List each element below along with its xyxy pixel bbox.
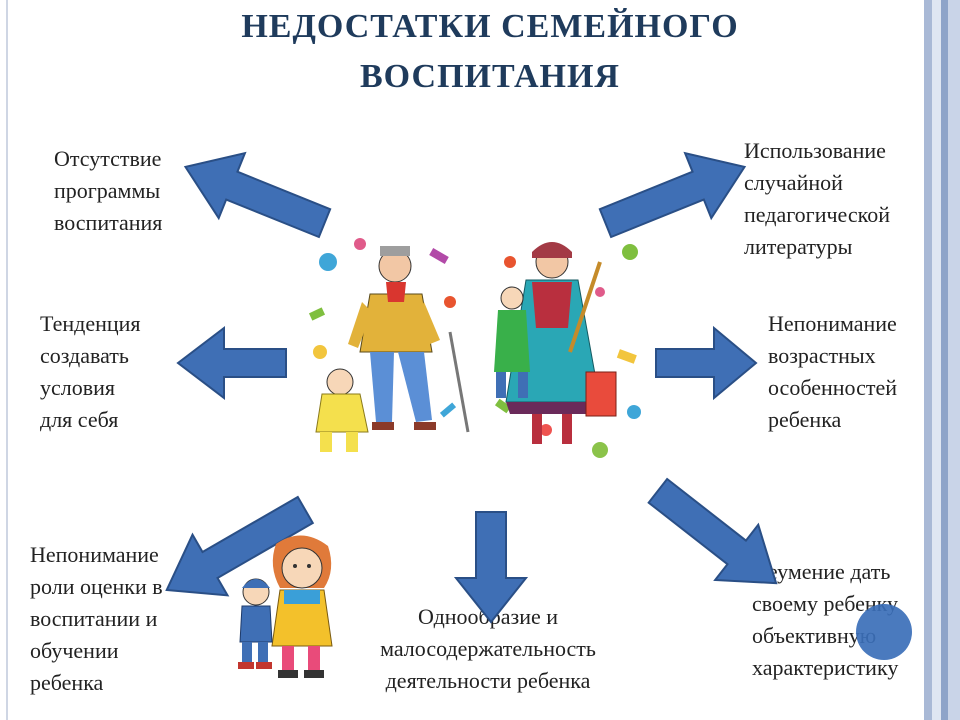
left-frame-line — [6, 0, 8, 720]
arrow-icon — [453, 511, 529, 624]
note-line: объективную — [752, 623, 877, 648]
note-line: программы — [54, 178, 161, 203]
decorative-right-band — [924, 0, 960, 720]
note-line: особенностей — [768, 375, 897, 400]
note-line: характеристику — [752, 655, 899, 680]
note-line: Непонимание — [768, 311, 897, 336]
note-line: возрастных — [768, 343, 876, 368]
note-line: воспитания — [54, 210, 163, 235]
slide-title: НЕДОСТАТКИ СЕМЕЙНОГО ВОСПИТАНИЯ — [150, 2, 830, 102]
arrow-icon — [183, 151, 332, 239]
arrow-icon — [647, 477, 778, 585]
note-no-program: Отсутствие программы воспитания — [54, 143, 162, 239]
note-line: малосодержательность — [380, 636, 596, 661]
note-line: Непонимание — [30, 542, 159, 567]
note-line: литературы — [744, 234, 853, 259]
note-line: ребенка — [768, 407, 842, 432]
title-line-2: ВОСПИТАНИЯ — [360, 58, 620, 95]
arrow-icon — [176, 325, 287, 401]
note-role-of-assessment: Непонимание роли оценки в воспитании и о… — [30, 539, 163, 699]
note-line: для себя — [40, 407, 119, 432]
note-line: воспитании и — [30, 606, 158, 631]
note-comfort-for-self: Тенденция создавать условия для себя — [40, 308, 141, 436]
note-line: педагогической — [744, 202, 890, 227]
arrow-icon — [598, 151, 747, 239]
note-line: обучении — [30, 638, 119, 663]
note-objective-description: Неумение дать своему ребенку объективную… — [752, 556, 898, 684]
note-age-features: Непонимание возрастных особенностей ребе… — [768, 308, 897, 436]
note-line: деятельности ребенка — [385, 668, 591, 693]
note-line: Тенденция — [40, 311, 141, 336]
accent-dot — [856, 604, 912, 660]
family-illustration-icon — [308, 232, 641, 472]
children-illustration-icon — [238, 535, 333, 678]
note-line: ребенка — [30, 670, 104, 695]
note-line: случайной — [744, 170, 843, 195]
note-line: Отсутствие — [54, 146, 162, 171]
arrow-icon — [165, 495, 315, 597]
note-line: создавать — [40, 343, 129, 368]
note-line: роли оценки в — [30, 574, 163, 599]
arrow-icon — [655, 325, 758, 401]
title-line-1: НЕДОСТАТКИ СЕМЕЙНОГО — [241, 8, 739, 45]
note-line: условия — [40, 375, 116, 400]
note-random-literature: Использование случайной педагогической л… — [744, 135, 890, 263]
note-line: Использование — [744, 138, 886, 163]
